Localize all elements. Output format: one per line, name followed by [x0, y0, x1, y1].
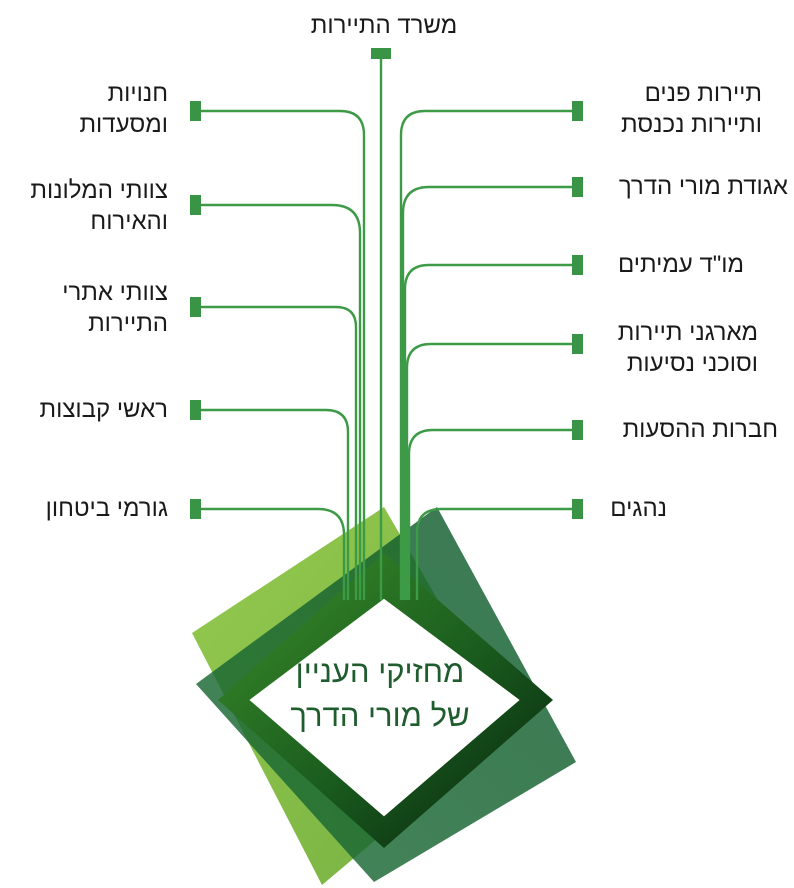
label-left-5-line1: גורמי ביטחון — [45, 495, 168, 522]
label-right-6: נהגים — [610, 493, 667, 524]
label-left-2-line1: צוותי המלונות — [30, 177, 168, 204]
connector-left-4 — [198, 408, 350, 600]
connector-lines — [198, 56, 575, 600]
label-right-6-line1: נהגים — [610, 495, 667, 522]
label-left-5: גורמי ביטחון — [46, 493, 168, 524]
marker-left-5 — [190, 499, 201, 519]
connector-left-5 — [198, 507, 346, 600]
connector-right-3 — [403, 263, 575, 600]
label-right-2: אגודת מורי הדרך — [619, 171, 788, 202]
label-left-1-line1: חנויות — [107, 80, 168, 107]
label-left-3-line1: צוותי אתרי — [62, 279, 168, 306]
label-right-3-line1: מו"ד עמיתים — [617, 251, 744, 278]
label-left-4: ראשי קבוצות — [40, 394, 168, 425]
marker-left-2 — [190, 195, 201, 215]
connector-left-3 — [198, 305, 358, 600]
label-left-3-line2: התיירות — [88, 310, 168, 337]
label-left-1: חנויות ומסעדות — [79, 78, 168, 140]
marker-top — [371, 48, 391, 59]
label-right-4: מארגני תיירות וסוכני נסיעות — [618, 317, 758, 379]
label-left-2: צוותי המלונות והאירוח — [30, 175, 168, 237]
connector-right-4 — [405, 342, 575, 600]
label-right-4-line1: מארגני תיירות — [617, 319, 758, 346]
label-right-4-line2: וסוכני נסיעות — [626, 350, 758, 377]
marker-right-2 — [572, 177, 583, 197]
connector-right-1 — [399, 109, 575, 600]
connector-right-2 — [401, 185, 575, 600]
marker-right-1 — [572, 101, 583, 121]
marker-right-6 — [572, 499, 583, 519]
marker-left-4 — [190, 400, 201, 420]
marker-left-3 — [190, 297, 201, 317]
center-diamond-inner — [249, 598, 520, 817]
label-right-1-line1: תיירות פנים — [644, 80, 762, 107]
label-left-2-line2: והאירוח — [90, 208, 168, 235]
label-right-5: חברות ההסעות — [623, 414, 778, 445]
label-left-4-line1: ראשי קבוצות — [39, 396, 168, 423]
marker-right-3 — [572, 255, 583, 275]
connector-left-1 — [198, 109, 366, 600]
label-top: משרד התיירות — [310, 12, 458, 39]
connector-left-2 — [198, 203, 362, 600]
label-right-1: תיירות פנים ותיירות נכנסת — [621, 78, 762, 140]
label-right-3: מו"ד עמיתים — [618, 249, 744, 280]
label-left-1-line2: ומסעדות — [79, 111, 168, 138]
center-title: מחזיקי העניין של מורי הדרך — [230, 650, 530, 738]
marker-right-4 — [572, 334, 583, 354]
connector-right-6 — [415, 507, 575, 600]
connector-right-5 — [407, 428, 575, 600]
label-left-3: צוותי אתרי התיירות — [62, 277, 168, 339]
center-title-line2: של מורי הדרך — [290, 698, 470, 733]
label-right-5-line1: חברות ההסעות — [622, 416, 778, 443]
label-right-1-line2: ותיירות נכנסת — [621, 111, 762, 138]
label-right-2-line1: אגודת מורי הדרך — [618, 173, 788, 200]
center-title-line1: מחזיקי העניין — [295, 654, 465, 689]
marker-left-1 — [190, 101, 201, 121]
marker-right-5 — [572, 420, 583, 440]
